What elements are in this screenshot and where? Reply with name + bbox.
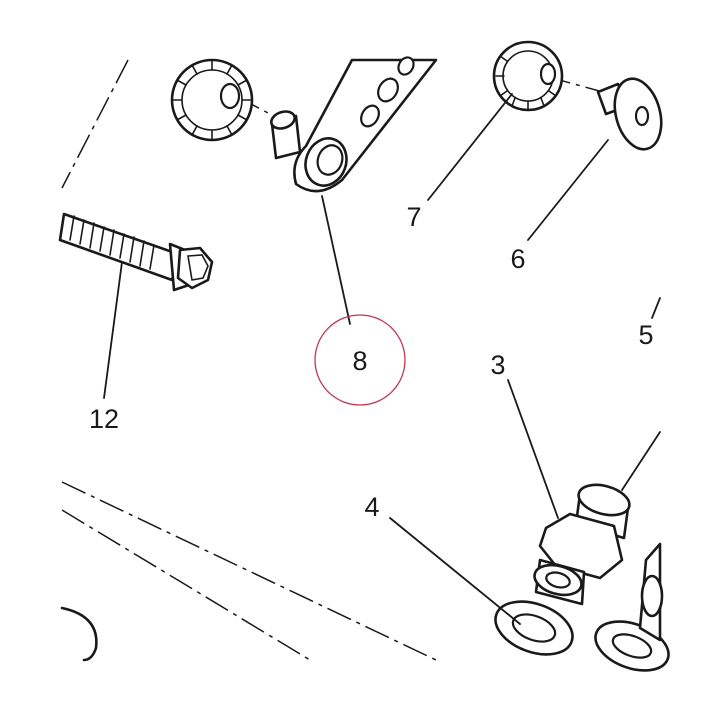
pin-6 [596,77,663,151]
highlight-circle-8 [314,314,406,406]
callout-labels: 8 7 6 5 3 4 12 [89,202,654,522]
flange-bolt-12 [58,212,214,292]
callout-4: 4 [364,492,379,522]
callout-7: 7 [406,202,421,232]
callout-6: 6 [510,244,525,274]
leader-lines [103,93,661,625]
callout-12: 12 [89,404,119,434]
partial-component [60,606,98,662]
link-arm-8 [170,56,438,193]
hex-fitting-3 [533,483,631,606]
washer-4 [494,600,574,656]
callout-3: 3 [490,350,505,380]
callout-8: 8 [352,346,367,376]
callout-5: 5 [638,320,653,350]
sprocket-7 [492,40,564,112]
washer-partial [594,542,670,672]
